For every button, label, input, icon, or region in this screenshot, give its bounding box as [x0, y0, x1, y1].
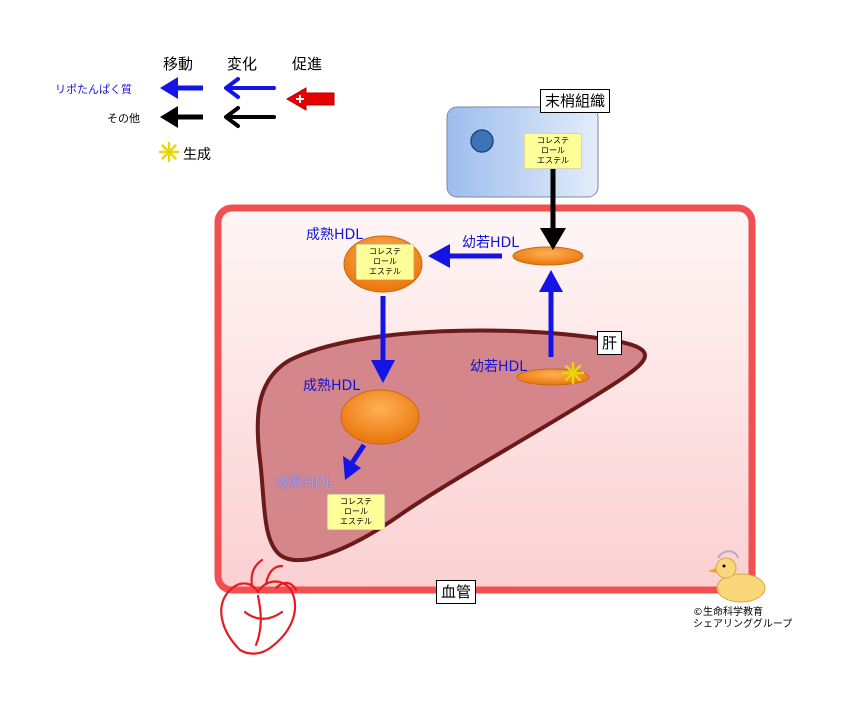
mature-hdl-particle-liver [340, 389, 420, 445]
label-mature-hdl-liver: 成熟HDL [303, 378, 361, 394]
immature-hdl-particle-top [512, 246, 584, 266]
heart-icon [220, 558, 298, 655]
label-blood-vessel: 血管 [436, 580, 477, 604]
legend-move-black-arrow [160, 106, 203, 128]
legend-header-promote: 促進 [292, 55, 323, 73]
generation-star-icon [561, 361, 585, 385]
cholesterol-ester-mature-hdl: コレステロールエステル [356, 244, 414, 280]
legend-header-move: 移動 [163, 55, 194, 73]
legend-label-generation: 生成 [183, 147, 211, 163]
label-immature-hdl-top: 幼若HDL [462, 235, 520, 251]
cell-nucleus [470, 129, 494, 153]
legend-label-lipoprotein: リポたんぱく質 [55, 83, 132, 96]
legend-generation-star-icon [158, 141, 180, 163]
cholesterol-ester-liver: コレステロールエステル [327, 494, 385, 530]
label-mature-hdl-faded: 成熟HDL [276, 475, 334, 491]
label-immature-hdl-liver: 幼若HDL [470, 359, 528, 375]
arrow-immature-to-mature [428, 244, 502, 268]
legend-label-other: その他 [107, 112, 140, 125]
duck-logo-icon [708, 550, 766, 603]
label-liver: 肝 [597, 331, 623, 355]
credit-line-1: ©生命科学教育 [693, 607, 763, 618]
label-mature-hdl-top: 成熟HDL [306, 227, 364, 243]
label-peripheral-tissue: 末梢組織 [540, 89, 611, 113]
credit-line-2: シェアリンググループ [693, 619, 793, 630]
legend-change-black-arrow [224, 106, 276, 128]
arrow-mature-down [371, 296, 395, 383]
legend-move-blue-arrow [160, 77, 203, 99]
peripheral-cell [446, 106, 599, 198]
arrow-mature-to-faded [343, 443, 367, 480]
cholesterol-ester-tissue: コレステロールエステル [524, 133, 582, 169]
legend-change-blue-arrow [224, 77, 276, 99]
arrow-liver-up [539, 270, 563, 357]
legend-promote-red-arrow [286, 87, 335, 111]
arrow-tissue-to-hdl [540, 168, 566, 250]
credit-text: ©生命科学教育 シェアリンググループ [693, 607, 792, 631]
legend-header-change: 変化 [227, 55, 258, 73]
